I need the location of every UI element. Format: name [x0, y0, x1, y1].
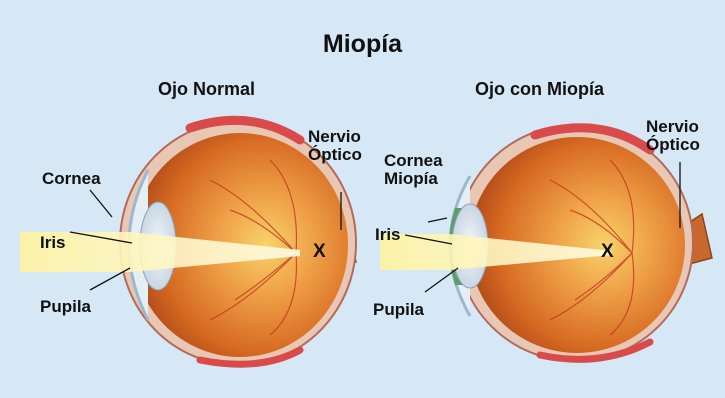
panel-heading-normal: Ojo Normal — [158, 80, 255, 99]
diagram-title: Miopía — [0, 31, 725, 57]
label-line: Óptico — [646, 136, 700, 154]
label-pupila-normal: Pupila — [40, 298, 91, 316]
focus-mark-normal: X — [313, 242, 326, 262]
focus-mark-myopia: X — [601, 242, 614, 262]
normal-eye — [20, 120, 356, 365]
label-line: Óptico — [308, 146, 362, 164]
label-cornea-myopia: Cornea Miopía — [384, 152, 443, 188]
label-line: Nervio — [646, 118, 700, 136]
label-line: Nervio — [308, 128, 362, 146]
label-nervio-optico-normal: Nervio Óptico — [308, 128, 362, 164]
label-pupila-myopia: Pupila — [373, 301, 424, 319]
label-cornea-normal: Cornea — [42, 170, 101, 188]
label-iris-normal: Iris — [40, 234, 66, 252]
label-iris-myopia: Iris — [375, 226, 401, 244]
label-nervio-optico-myopia: Nervio Óptico — [646, 118, 700, 154]
label-line: Miopía — [384, 170, 443, 188]
label-line: Cornea — [384, 152, 443, 170]
panel-heading-myopia: Ojo con Miopía — [475, 80, 604, 99]
